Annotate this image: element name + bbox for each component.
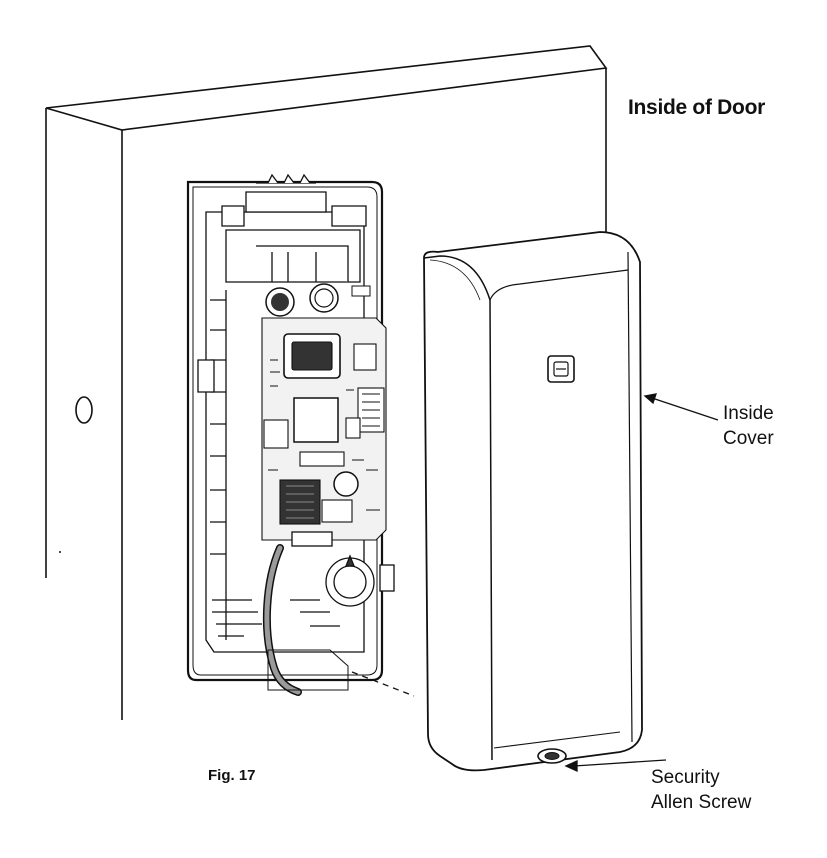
- allen-screw-leader: [573, 759, 667, 767]
- inside-cover-callout: Inside Cover: [723, 401, 774, 451]
- door-slab: [45, 45, 608, 720]
- inside-cover-callout-line-1: Inside: [723, 403, 774, 424]
- allen-screw-callout-line-2: Allen Screw: [651, 792, 752, 813]
- inside-cover: [423, 231, 643, 772]
- callout-arrows: [564, 393, 719, 773]
- allen-screw-callout: Security Allen Screw: [651, 765, 751, 815]
- allen-screw-callout-line-1: Security: [651, 767, 720, 788]
- alignment-dashed-line: [351, 671, 415, 697]
- control-buttons: [265, 283, 371, 317]
- allen-screw-arrowhead: [564, 759, 578, 773]
- inside-cover-leader: [651, 397, 719, 421]
- figure-number: Fig. 17: [208, 767, 256, 784]
- circuit-board: [261, 317, 387, 541]
- inside-cover-callout-line-2: Cover: [723, 428, 774, 449]
- door-hole: [75, 396, 93, 424]
- inside-cover-arrowhead: [643, 393, 657, 405]
- inside-of-door-heading: Inside of Door: [628, 96, 765, 119]
- speck: [59, 551, 61, 553]
- cable: [262, 544, 349, 696]
- thumb-turn-area: [212, 531, 395, 637]
